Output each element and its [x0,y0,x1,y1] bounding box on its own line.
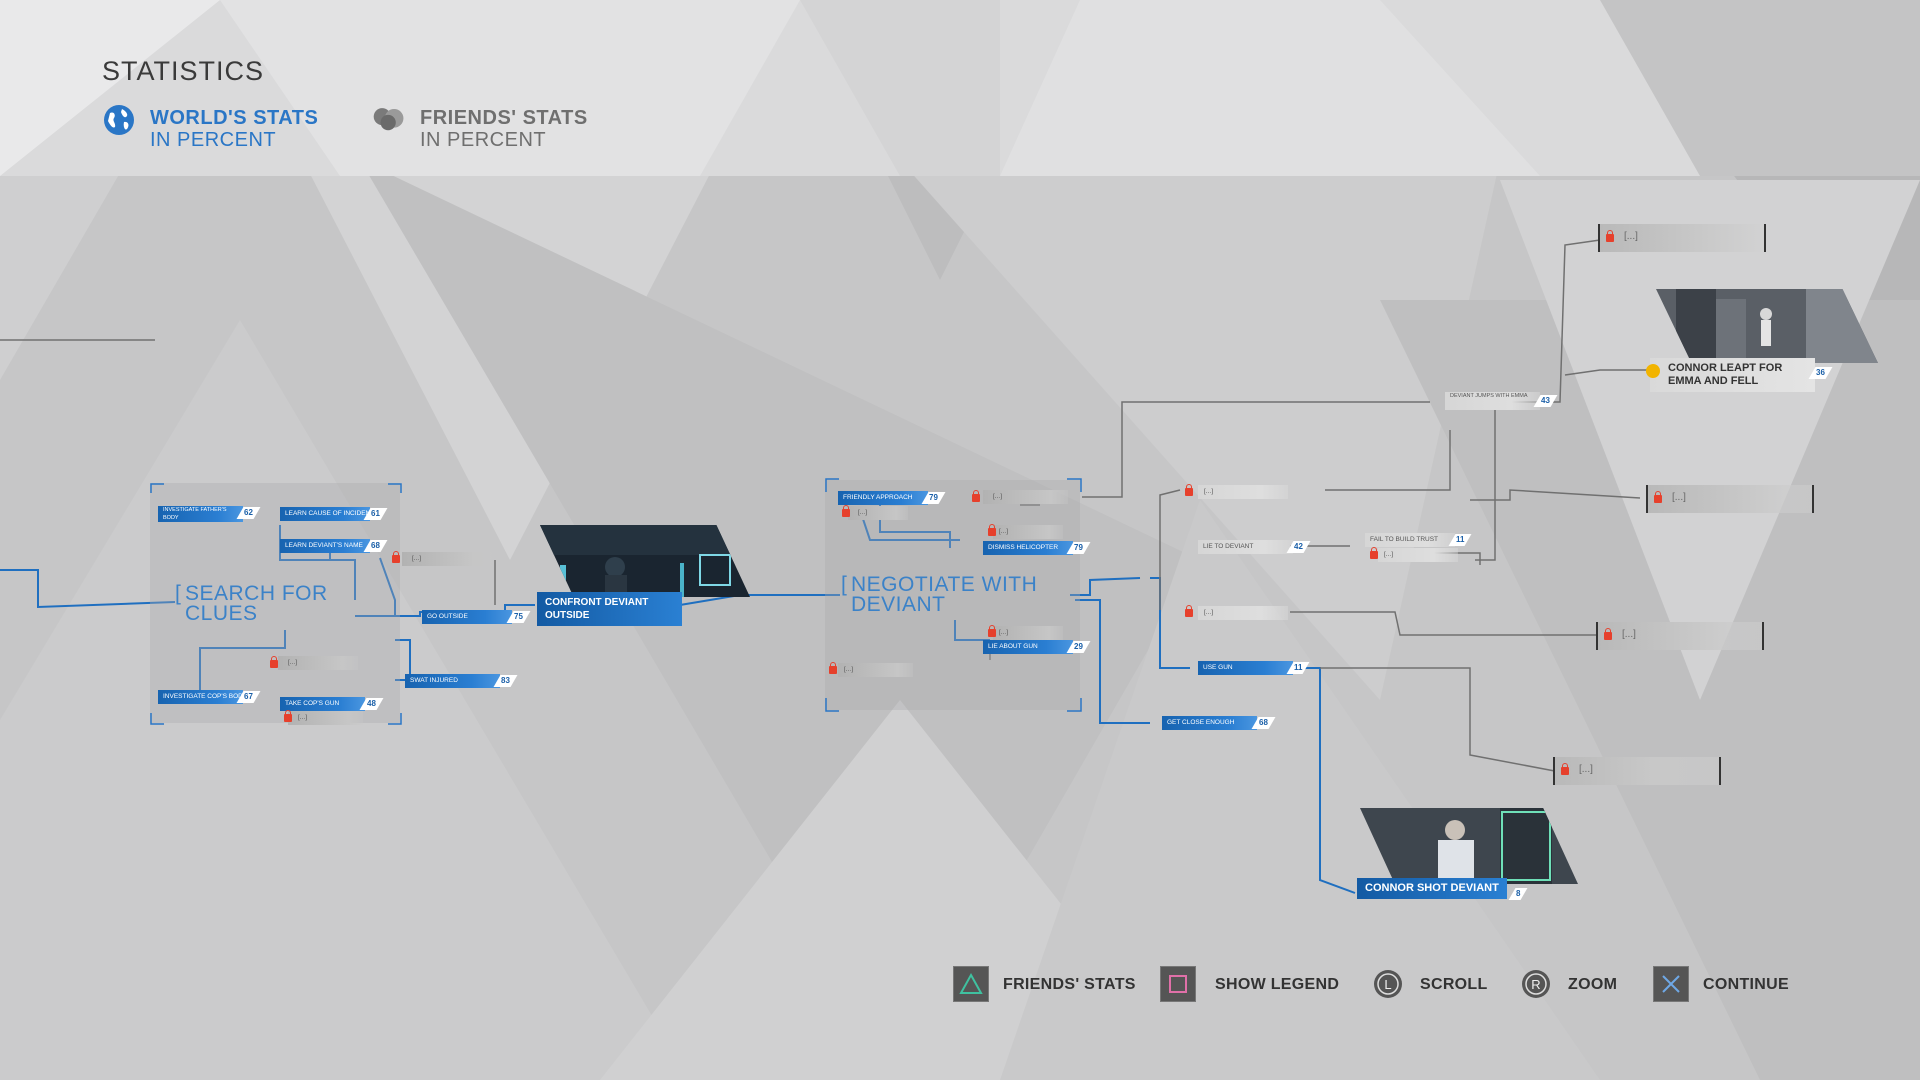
header-background [0,0,1920,176]
node-learn-cause-of-incident[interactable]: LEARN CAUSE OF INCIDENT [280,507,370,521]
control-scroll-label: SCROLL [1420,976,1488,993]
svg-text:L: L [1384,977,1391,992]
skull-icon [1646,364,1660,378]
node-connor-leapt-for-emma[interactable]: CONNOR LEAPT FOR EMMA AND FELL [1650,358,1815,392]
lock-icon [1606,230,1614,242]
node-search-locked-1: [...] [402,552,492,566]
friends-icon [373,108,404,131]
node-fail-to-build-trust[interactable]: FAIL TO BUILD TRUST [1365,533,1455,547]
lock-icon [284,710,292,722]
chapter-search-for-clues: SEARCH FOR CLUES [175,583,345,624]
node-dismiss-helicopter[interactable]: DISMISS HELICOPTER [983,541,1073,555]
node-negotiate-locked-5: [...] [838,663,913,677]
hidden-ending-4[interactable]: [...] [1553,757,1721,785]
node-negotiate-locked-2: [...] [983,490,1068,504]
scene-image [1656,289,1878,363]
node-friendly-approach[interactable]: FRIENDLY APPROACH [838,491,928,505]
node-investigate-fathers-body[interactable]: INVESTIGATE FATHER'S BODY [158,506,243,522]
scene-image [1360,808,1578,884]
lock-icon [392,551,400,563]
tab-worlds-stats-label: WORLD'S STATS [150,107,319,129]
node-deviant-jumps-with-emma[interactable]: DEVIANT JUMPS WITH EMMA [1445,392,1540,410]
node-use-gun[interactable]: USE GUN [1198,661,1293,675]
node-lie-to-deviant[interactable]: LIE TO DEVIANT [1198,540,1293,554]
scene-thumbnail-confront [540,525,750,597]
node-negotiate-locked-1: [...] [848,506,908,520]
node-branch-locked-2: [...] [1198,606,1288,620]
node-lie-about-gun[interactable]: LIE ABOUT GUN [983,640,1073,654]
triangle-button-icon [953,966,989,1002]
lock-icon [988,524,996,536]
page-title: STATISTICS [102,56,265,86]
node-branch-locked-1: [...] [1198,485,1288,499]
lock-icon [1561,763,1569,775]
hidden-ending-label: [...] [1624,231,1638,242]
negotiate-block-brackets [825,478,1082,712]
l-stick-button-icon: L [1370,966,1406,1002]
tab-friends-stats-sublabel: IN PERCENT [420,129,547,151]
svg-text:R: R [1531,977,1540,992]
hidden-ending-3[interactable]: [...] [1596,622,1764,650]
search-block-brackets [150,483,402,725]
node-take-cops-gun[interactable]: TAKE COP'S GUN [280,697,365,711]
lock-icon [842,505,850,517]
node-investigate-cops-body[interactable]: INVESTIGATE COP'S BODY [158,690,243,704]
lock-icon [270,656,278,668]
lock-icon [988,625,996,637]
scene-thumbnail-shot [1360,808,1578,884]
tab-worlds-stats-sublabel: IN PERCENT [150,129,277,151]
chapter-negotiate-with-deviant: NEGOTIATE WITH DEVIANT [841,574,1071,615]
r-stick-button-icon: R [1518,966,1554,1002]
lock-icon [1654,491,1662,503]
lock-icon [1370,547,1378,559]
node-go-outside[interactable]: GO OUTSIDE [422,610,512,624]
node-confront-deviant-outside[interactable]: CONFRONT DEVIANT OUTSIDE [537,592,682,626]
square-button-icon [1160,966,1196,1002]
cross-button-icon [1653,966,1689,1002]
node-swat-injured[interactable]: SWAT INJURED [405,674,500,688]
node-negotiate-locked-4: [...] [993,626,1063,640]
control-continue-label: CONTINUE [1703,976,1789,993]
control-zoom-label: ZOOM [1568,976,1618,993]
node-search-locked-3: [...] [288,711,363,725]
hidden-ending-1[interactable]: [...] [1598,224,1766,252]
lock-icon [1185,605,1193,617]
node-get-close-enough[interactable]: GET CLOSE ENOUGH [1162,716,1257,730]
lock-icon [972,490,980,502]
lock-icon [1185,484,1193,496]
lock-icon [829,662,837,674]
control-friends-stats-label: FRIENDS' STATS [1003,976,1136,993]
hidden-ending-label: [...] [1622,629,1636,640]
node-branch-locked-3: [...] [1378,548,1458,562]
scene-thumbnail-leapt [1656,289,1878,363]
node-search-locked-2: [...] [278,656,358,670]
hidden-ending-2[interactable]: [...] [1646,485,1814,513]
node-learn-deviants-name[interactable]: LEARN DEVIANT'S NAME [280,539,370,553]
control-show-legend-label: SHOW LEGEND [1215,976,1340,993]
node-negotiate-locked-3: [...] [993,525,1063,539]
header-band: STATISTICS WORLD'S STATS IN PERCENT FRIE… [0,0,1920,176]
hidden-ending-label: [...] [1579,764,1593,775]
tab-friends-stats-label: FRIENDS' STATS [420,107,588,129]
node-connor-shot-deviant[interactable]: CONNOR SHOT DEVIANT [1357,878,1507,899]
scene-image [540,525,750,597]
globe-icon [104,105,134,135]
lock-icon [1604,628,1612,640]
hidden-ending-label: [...] [1672,492,1686,503]
